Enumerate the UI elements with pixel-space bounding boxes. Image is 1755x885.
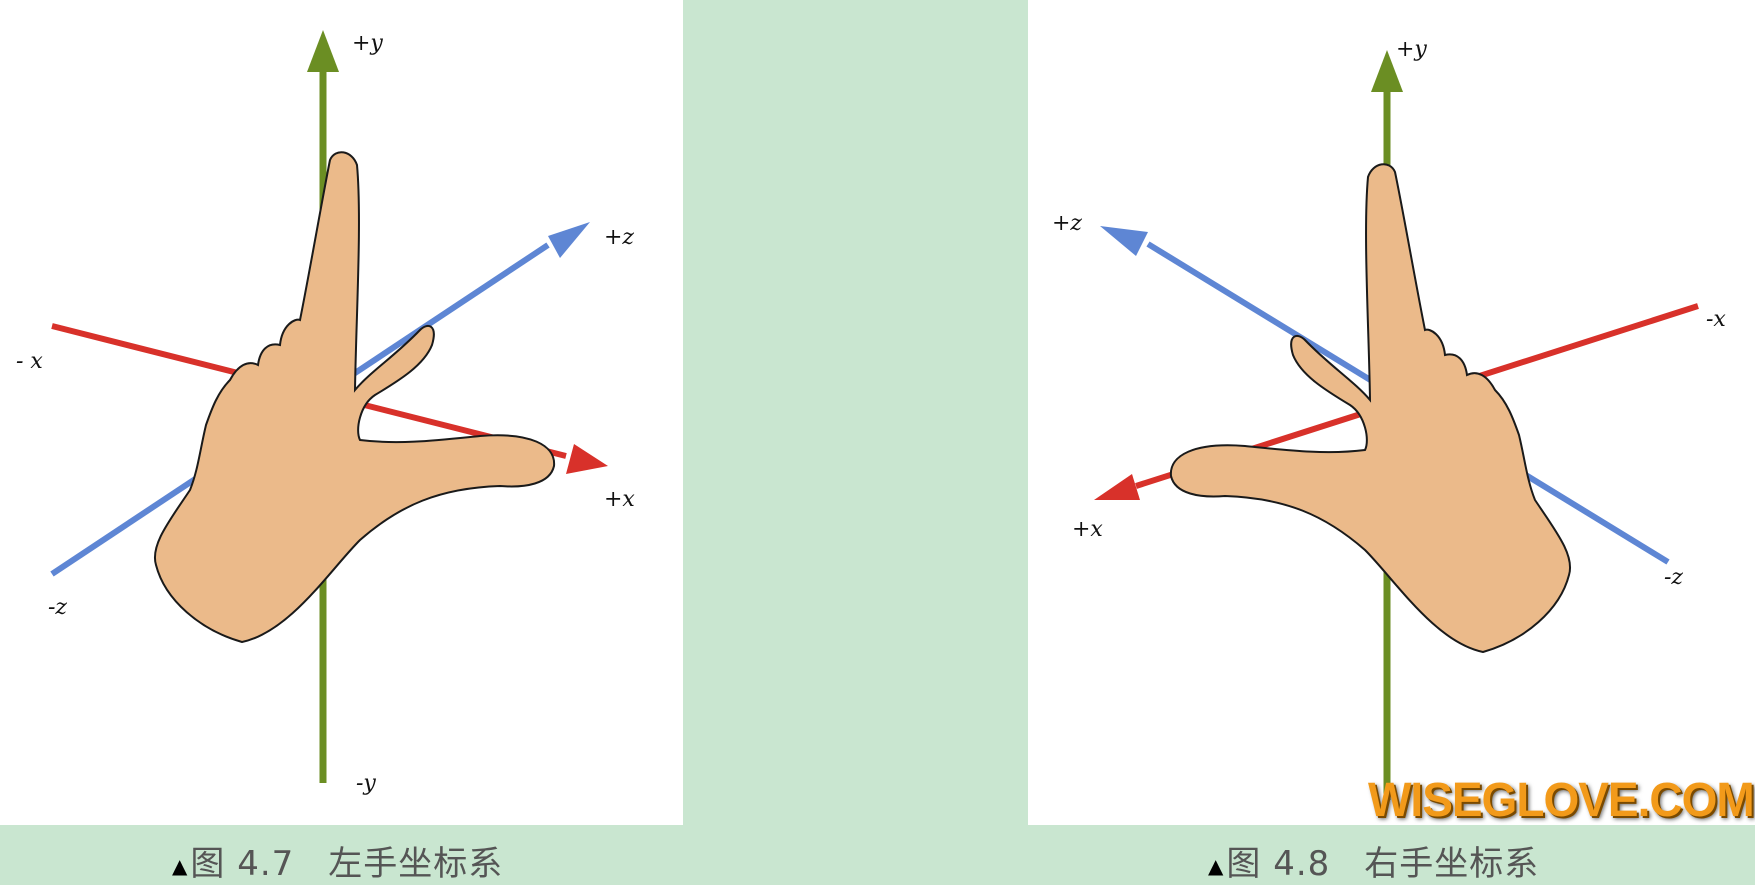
label-minus-z: -z bbox=[48, 595, 67, 620]
triangle-marker-icon: ▲ bbox=[1208, 854, 1225, 878]
label-minus-x: -x bbox=[1706, 307, 1726, 332]
figure-caption-right: ▲图 4.8 右手坐标系 bbox=[1208, 836, 1539, 885]
wiseglove-watermark: WISEGLOVE.COM bbox=[1368, 771, 1755, 827]
right-hand-diagram: +y +x -x +z -z bbox=[1028, 0, 1755, 825]
label-plus-z: +z bbox=[1052, 211, 1082, 236]
plus-z-arrowhead bbox=[548, 222, 590, 258]
figure-number: 图 4.8 bbox=[1226, 844, 1331, 884]
label-plus-x: +x bbox=[1072, 517, 1103, 542]
plus-y-arrowhead bbox=[1371, 50, 1403, 92]
plus-x-arrowhead bbox=[566, 444, 608, 474]
label-plus-y: +y bbox=[1396, 37, 1427, 62]
label-minus-y: -y bbox=[356, 771, 376, 796]
left-hand-icon bbox=[153, 151, 556, 644]
figure-number: 图 4.7 bbox=[190, 844, 295, 884]
figure-caption-left: ▲图 4.7 左手坐标系 bbox=[172, 836, 503, 885]
label-minus-x: - x bbox=[16, 349, 43, 374]
right-hand-icon bbox=[1169, 163, 1572, 654]
plus-x-arrowhead bbox=[1094, 474, 1140, 500]
figure-title: 左手坐标系 bbox=[328, 844, 504, 884]
figure-title: 右手坐标系 bbox=[1364, 844, 1540, 884]
label-plus-z: +z bbox=[604, 225, 634, 250]
plus-z-arrowhead bbox=[1100, 226, 1148, 256]
triangle-marker-icon: ▲ bbox=[172, 854, 189, 878]
plus-y-arrowhead bbox=[307, 30, 339, 72]
left-hand-diagram: +y -y +x - x +z -z bbox=[0, 0, 683, 825]
label-minus-z: -z bbox=[1664, 565, 1683, 590]
label-plus-x: +x bbox=[604, 487, 635, 512]
label-plus-y: +y bbox=[352, 31, 383, 56]
